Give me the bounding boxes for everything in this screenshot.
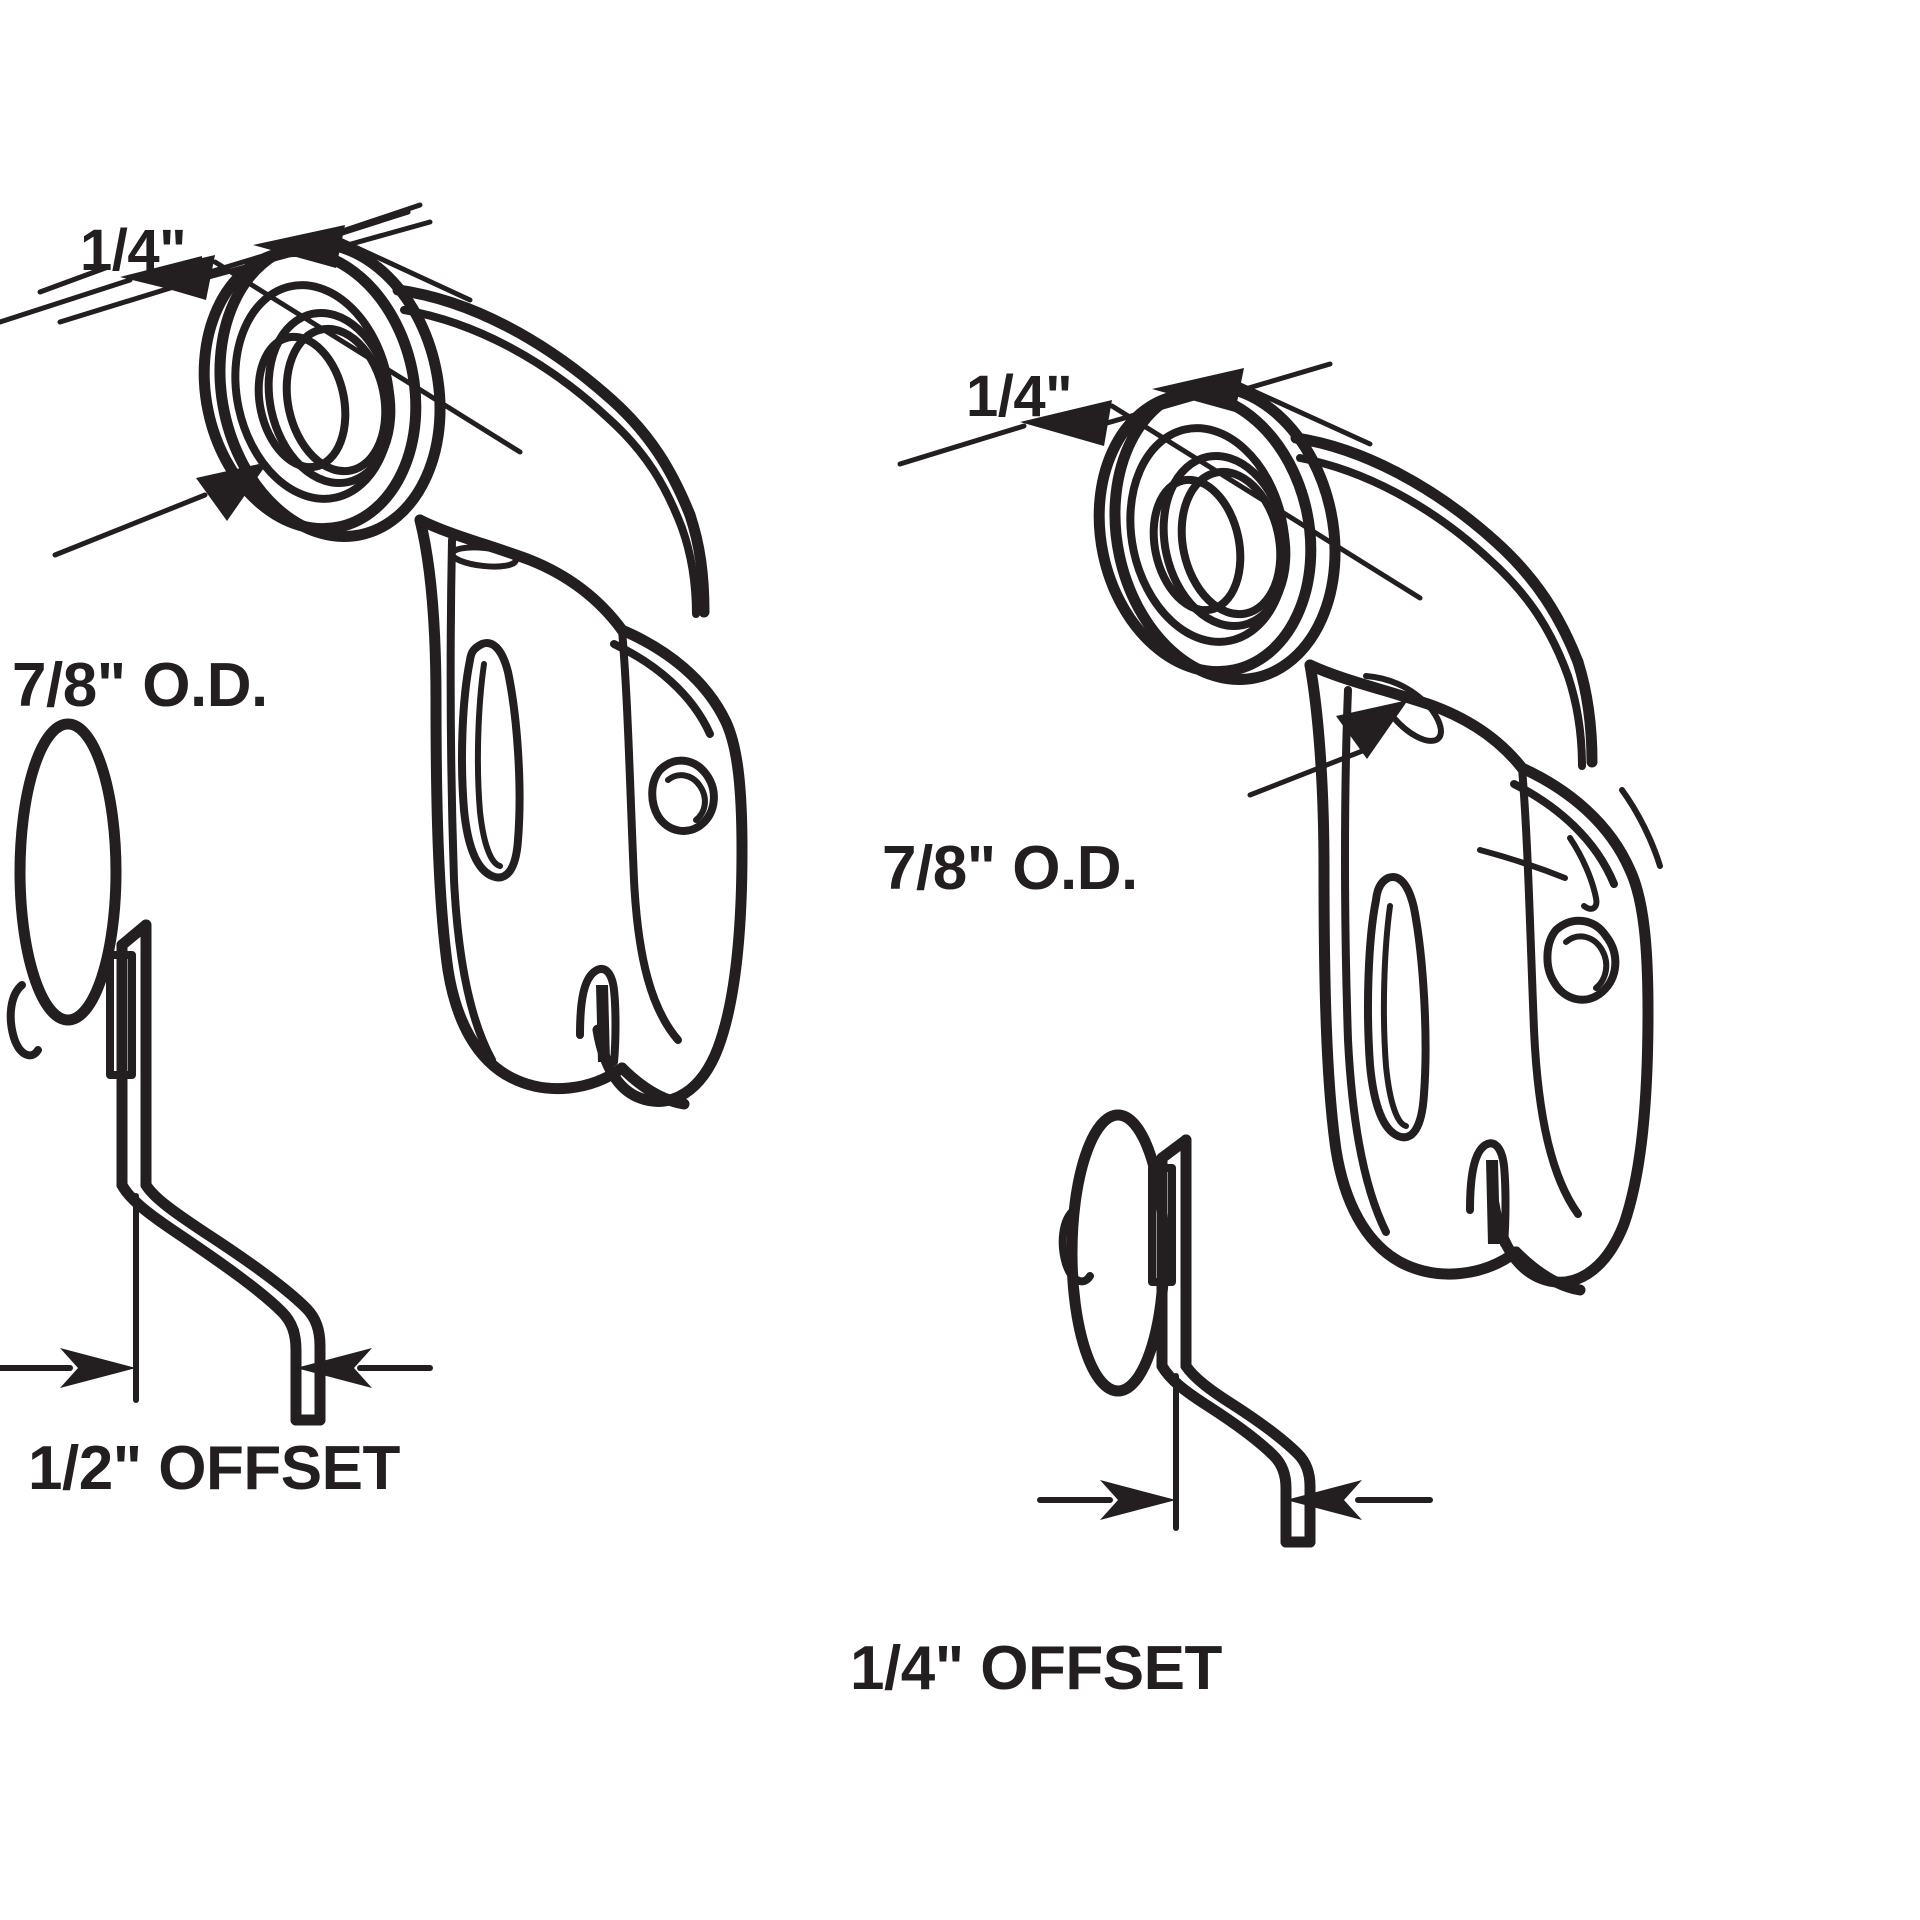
left-od-label: 7/8" O.D. <box>12 651 268 720</box>
left-bracket-plate <box>414 514 748 1110</box>
right-od-label: 7/8" O.D. <box>882 834 1138 903</box>
right-bracket-arm <box>1290 432 1598 770</box>
right-roller-wheel <box>1093 381 1341 685</box>
right-od-leader <box>1247 700 1408 798</box>
dimension-arrow-icon <box>296 1348 372 1388</box>
left-offset-label: 1/2" OFFSET <box>28 1434 400 1503</box>
right-offset-label: 1/4" OFFSET <box>850 1634 1222 1703</box>
left-quarter-inch-label: 1/4" <box>80 218 187 283</box>
right-assembly-group <box>897 361 1663 1296</box>
left-offset-side-view <box>0 718 433 1426</box>
left-roller-wheel <box>198 238 446 542</box>
dimension-arrow-icon <box>1100 1480 1176 1520</box>
dimension-arrow-icon <box>1286 1480 1362 1520</box>
right-quarter-inch-label: 1/4" <box>966 364 1073 429</box>
left-assembly-group <box>0 202 748 1110</box>
dimension-arrow-icon <box>60 1348 136 1388</box>
arrow-head-icon <box>1336 700 1408 759</box>
right-bracket-plate <box>1304 659 1663 1296</box>
right-offset-side-view <box>1037 1109 1433 1548</box>
left-bracket-arm <box>392 284 710 618</box>
